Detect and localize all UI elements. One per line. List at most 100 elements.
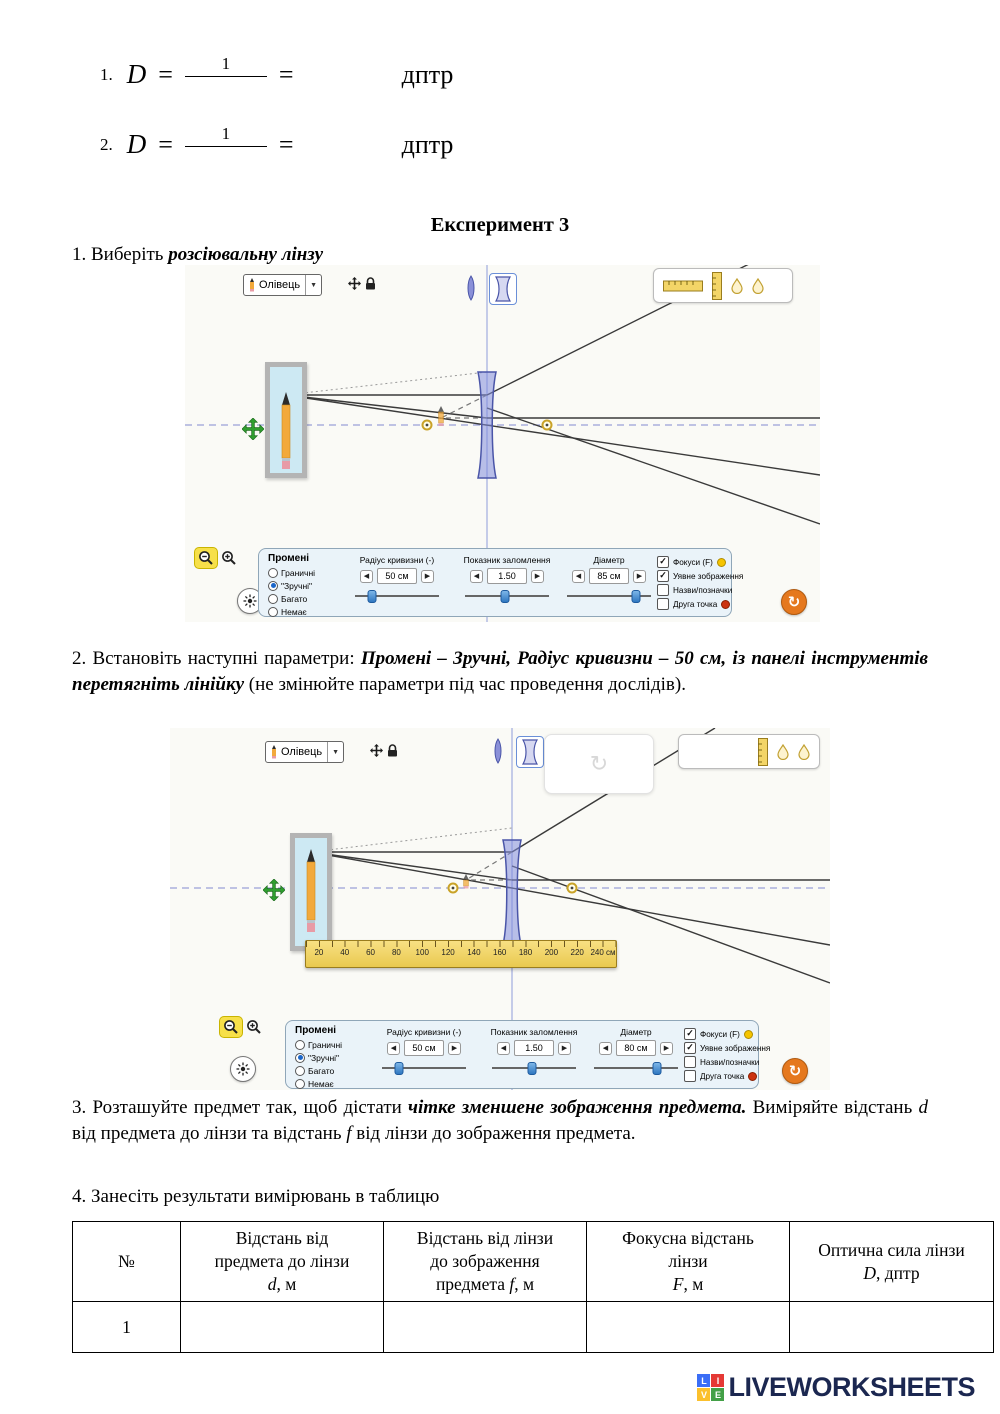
slider-handle[interactable] [500,590,510,603]
rays-option-row[interactable]: Багато [268,592,315,605]
checkbox-icon[interactable]: ✓ [684,1056,696,1068]
radius-increment-button[interactable]: ▶ [448,1041,461,1055]
fraction-denominator-blank[interactable] [185,77,267,95]
answer-cell-focal[interactable] [586,1301,790,1354]
reset-button[interactable]: ↻ [782,1058,808,1084]
checkbox-icon[interactable]: ✓ [657,584,669,596]
move-tool-icon[interactable] [348,277,361,290]
concave-lens-button-selected[interactable] [489,273,517,305]
marker-drop-icon[interactable] [752,277,764,294]
radio-icon[interactable] [268,606,278,617]
rays-option-row[interactable]: Граничні [295,1038,342,1051]
checkbox-icon[interactable]: ✓ [657,570,669,582]
radio-icon[interactable] [268,593,278,604]
refraction-slider[interactable] [465,590,549,603]
refraction-decrement-button[interactable]: ◀ [470,569,483,583]
light-source-button[interactable] [230,1056,256,1082]
chevron-down-icon[interactable]: ▼ [327,742,343,762]
zoom-out-button[interactable] [220,1017,242,1037]
radio-icon[interactable] [268,567,278,578]
rays-option-row[interactable]: Багато [295,1064,342,1077]
rays-option-row[interactable]: Немає [268,605,315,618]
refraction-increment-button[interactable]: ▶ [531,569,544,583]
rays-option-row[interactable]: Граничні [268,566,315,579]
marker-drop-icon[interactable] [731,277,743,294]
checkbox-icon[interactable]: ✓ [657,598,669,610]
vertical-ruler-icon[interactable] [758,737,768,766]
focal-point-right[interactable] [566,882,578,894]
convex-lens-button[interactable] [461,275,481,301]
fraction-denominator-blank[interactable] [185,147,267,165]
checkbox-row[interactable]: ✓ Уявне зображення [684,1041,770,1055]
zoom-out-button[interactable] [195,548,217,568]
checkbox-row[interactable]: ✓ Назви/позначки [684,1055,770,1069]
diameter-increment-button[interactable]: ▶ [660,1041,673,1055]
move-handle-icon[interactable] [242,418,264,440]
refraction-increment-button[interactable]: ▶ [558,1041,571,1055]
refraction-slider[interactable] [492,1062,576,1075]
zoom-in-button[interactable] [243,1017,265,1037]
slider-handle[interactable] [394,1062,404,1075]
convex-lens-button[interactable] [488,738,508,764]
radio-icon[interactable] [268,580,278,591]
checkbox-row[interactable]: ✓ Уявне зображення [657,569,743,583]
focal-point-left[interactable] [421,419,433,431]
checkbox-icon[interactable]: ✓ [684,1070,696,1082]
radio-icon[interactable] [295,1039,305,1050]
zoom-in-button[interactable] [218,548,240,568]
answer-blank[interactable] [306,63,402,87]
radius-decrement-button[interactable]: ◀ [360,569,373,583]
radius-decrement-button[interactable]: ◀ [387,1041,400,1055]
refraction-decrement-button[interactable]: ◀ [497,1041,510,1055]
answer-cell-f[interactable] [383,1301,587,1354]
ruler-tool[interactable]: 20 40 60 80 100 120 140 160 180 200 220 … [305,940,617,968]
pencil-object[interactable] [303,849,319,933]
radius-slider[interactable] [382,1062,466,1075]
diameter-slider[interactable] [567,590,651,603]
focal-point-right[interactable] [541,419,553,431]
diameter-decrement-button[interactable]: ◀ [572,569,585,583]
radio-icon[interactable] [295,1065,305,1076]
radio-icon[interactable] [295,1078,305,1089]
answer-cell-d[interactable] [180,1301,384,1354]
move-tool-icon[interactable] [370,744,383,757]
rays-option-row[interactable]: "Зручні" [268,579,315,592]
diameter-slider[interactable] [594,1062,678,1075]
slider-handle[interactable] [652,1062,662,1075]
marker-drop-icon[interactable] [798,743,810,760]
chevron-down-icon[interactable]: ▼ [305,275,321,295]
horizontal-ruler-icon[interactable] [663,280,703,292]
radio-icon[interactable] [295,1052,305,1063]
diameter-decrement-button[interactable]: ◀ [599,1041,612,1055]
diverging-lens[interactable] [477,371,497,479]
rays-option-row[interactable]: "Зручні" [295,1051,342,1064]
slider-handle[interactable] [631,590,641,603]
diverging-lens[interactable] [502,839,522,946]
lock-icon[interactable] [365,277,376,290]
checkbox-icon[interactable]: ✓ [684,1042,696,1054]
radius-slider[interactable] [355,590,439,603]
object-selector[interactable]: Олівець ▼ [243,274,323,296]
answer-cell-power[interactable] [789,1301,994,1354]
focal-point-left[interactable] [447,882,459,894]
checkbox-row[interactable]: ✓ Друга точка [684,1069,770,1083]
radius-increment-button[interactable]: ▶ [421,569,434,583]
checkbox-icon[interactable]: ✓ [684,1028,696,1040]
vertical-ruler-icon[interactable] [712,271,722,300]
concave-lens-button-selected[interactable] [516,736,544,768]
pencil-object[interactable] [278,392,294,470]
move-handle-icon[interactable] [263,879,285,901]
diameter-increment-button[interactable]: ▶ [633,569,646,583]
answer-blank[interactable] [306,133,402,157]
checkbox-row[interactable]: ✓ Фокуси (F) [657,555,743,569]
checkbox-icon[interactable]: ✓ [657,556,669,568]
checkbox-row[interactable]: ✓ Фокуси (F) [684,1027,770,1041]
slider-handle[interactable] [527,1062,537,1075]
rays-option-row[interactable]: Немає [295,1077,342,1090]
checkbox-row[interactable]: ✓ Назви/позначки [657,583,743,597]
checkbox-row[interactable]: ✓ Друга точка [657,597,743,611]
lock-icon[interactable] [387,744,398,757]
slider-handle[interactable] [367,590,377,603]
reset-button[interactable]: ↻ [781,589,807,615]
object-selector[interactable]: Олівець ▼ [265,741,345,763]
